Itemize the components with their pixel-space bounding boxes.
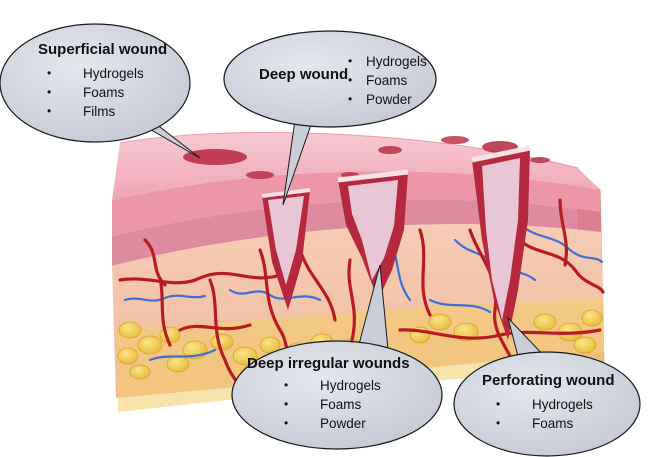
treatment-item: Hydrogels: [47, 64, 167, 83]
treatment-item: Powder: [348, 90, 427, 109]
callout-title: Deep irregular wounds: [247, 355, 410, 372]
treatment-item: Foams: [284, 395, 410, 414]
callout-title: Deep wound: [259, 66, 348, 83]
callout-title: Perforating wound: [482, 372, 615, 389]
treatment-item: Hydrogels: [348, 52, 427, 71]
callout-superficial: Superficial wound Hydrogels Foams Films: [38, 41, 167, 121]
callout-deep-irregular: Deep irregular wounds Hydrogels Foams Po…: [247, 355, 410, 433]
treatment-item: Foams: [496, 414, 615, 433]
treatment-item: Hydrogels: [284, 376, 410, 395]
treatment-item: Powder: [284, 414, 410, 433]
treatment-item: Foams: [348, 71, 427, 90]
callout-title: Superficial wound: [38, 41, 167, 58]
callout-perforating: Perforating wound Hydrogels Foams: [482, 372, 615, 433]
treatment-item: Films: [47, 102, 167, 121]
treatment-item: Foams: [47, 83, 167, 102]
treatment-item: Hydrogels: [496, 395, 615, 414]
